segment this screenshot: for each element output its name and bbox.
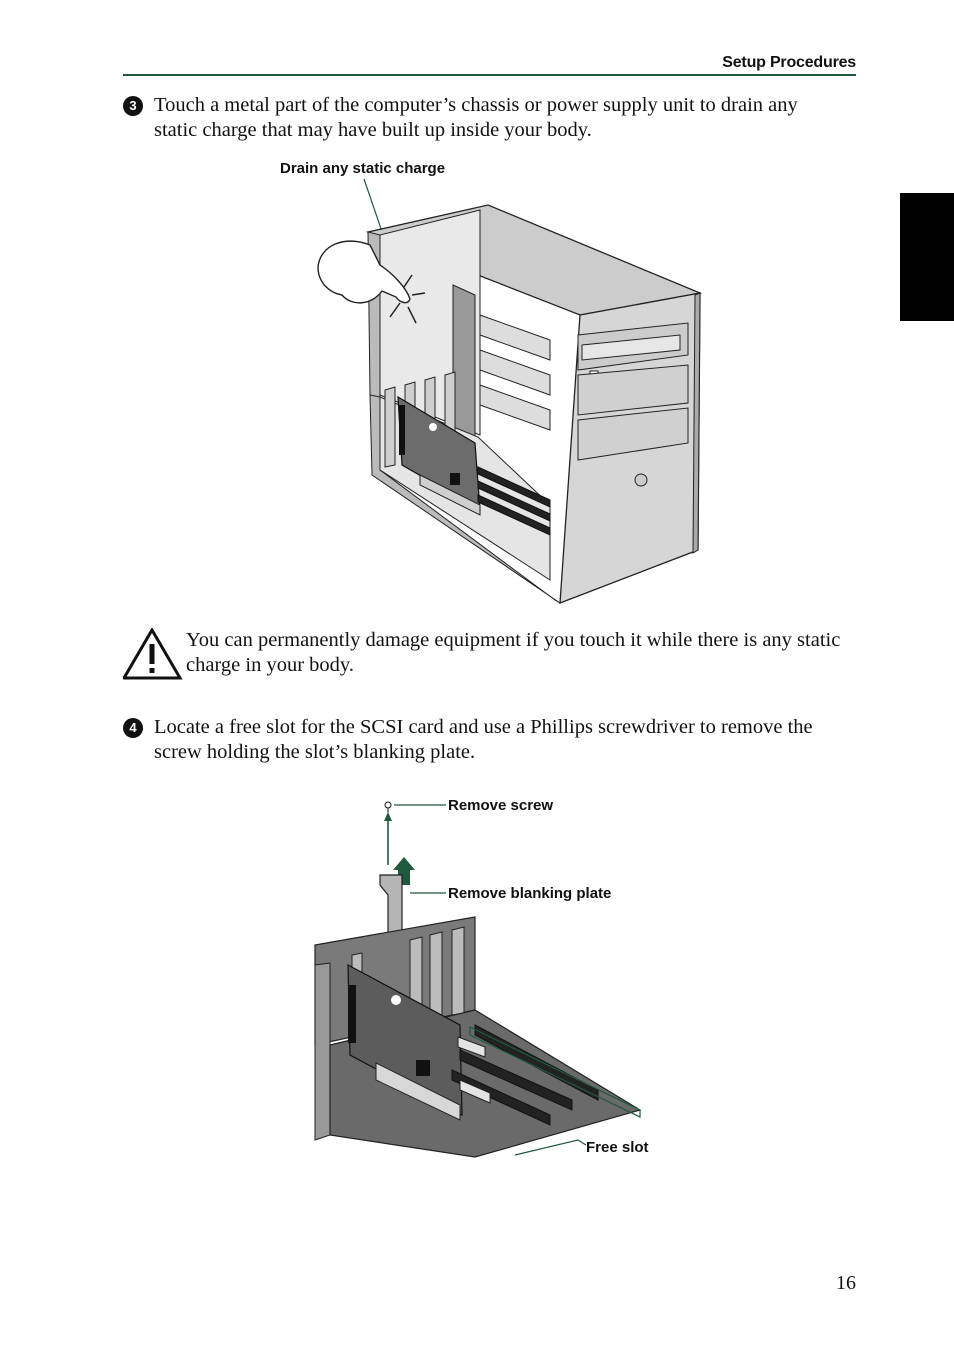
caution-text: You can permanently damage equipment if …	[186, 629, 841, 676]
step-number: 3	[123, 96, 143, 116]
header-rule	[123, 74, 856, 76]
caution-note: You can permanently damage equipment if …	[123, 628, 853, 680]
expansion-slot-illustration	[314, 801, 642, 1158]
figure2-label-plate: Remove blanking plate	[448, 885, 612, 902]
computer-chassis-illustration	[317, 178, 703, 604]
section-tab	[900, 193, 954, 321]
warning-icon	[123, 628, 183, 680]
page-number: 16	[836, 1272, 856, 1294]
running-header: Setup Procedures	[722, 54, 856, 71]
step-3: 3 Touch a metal part of the computer’s c…	[123, 93, 843, 143]
figure2-label-slot: Free slot	[586, 1139, 649, 1156]
step-text: Touch a metal part of the computer’s cha…	[154, 94, 798, 141]
figure2-label-screw: Remove screw	[448, 797, 554, 814]
step-4: 4 Locate a free slot for the SCSI card a…	[123, 715, 843, 765]
step-text: Locate a free slot for the SCSI card and…	[154, 716, 813, 763]
figure1-label: Drain any static charge	[280, 160, 446, 177]
step-number: 4	[123, 718, 143, 738]
